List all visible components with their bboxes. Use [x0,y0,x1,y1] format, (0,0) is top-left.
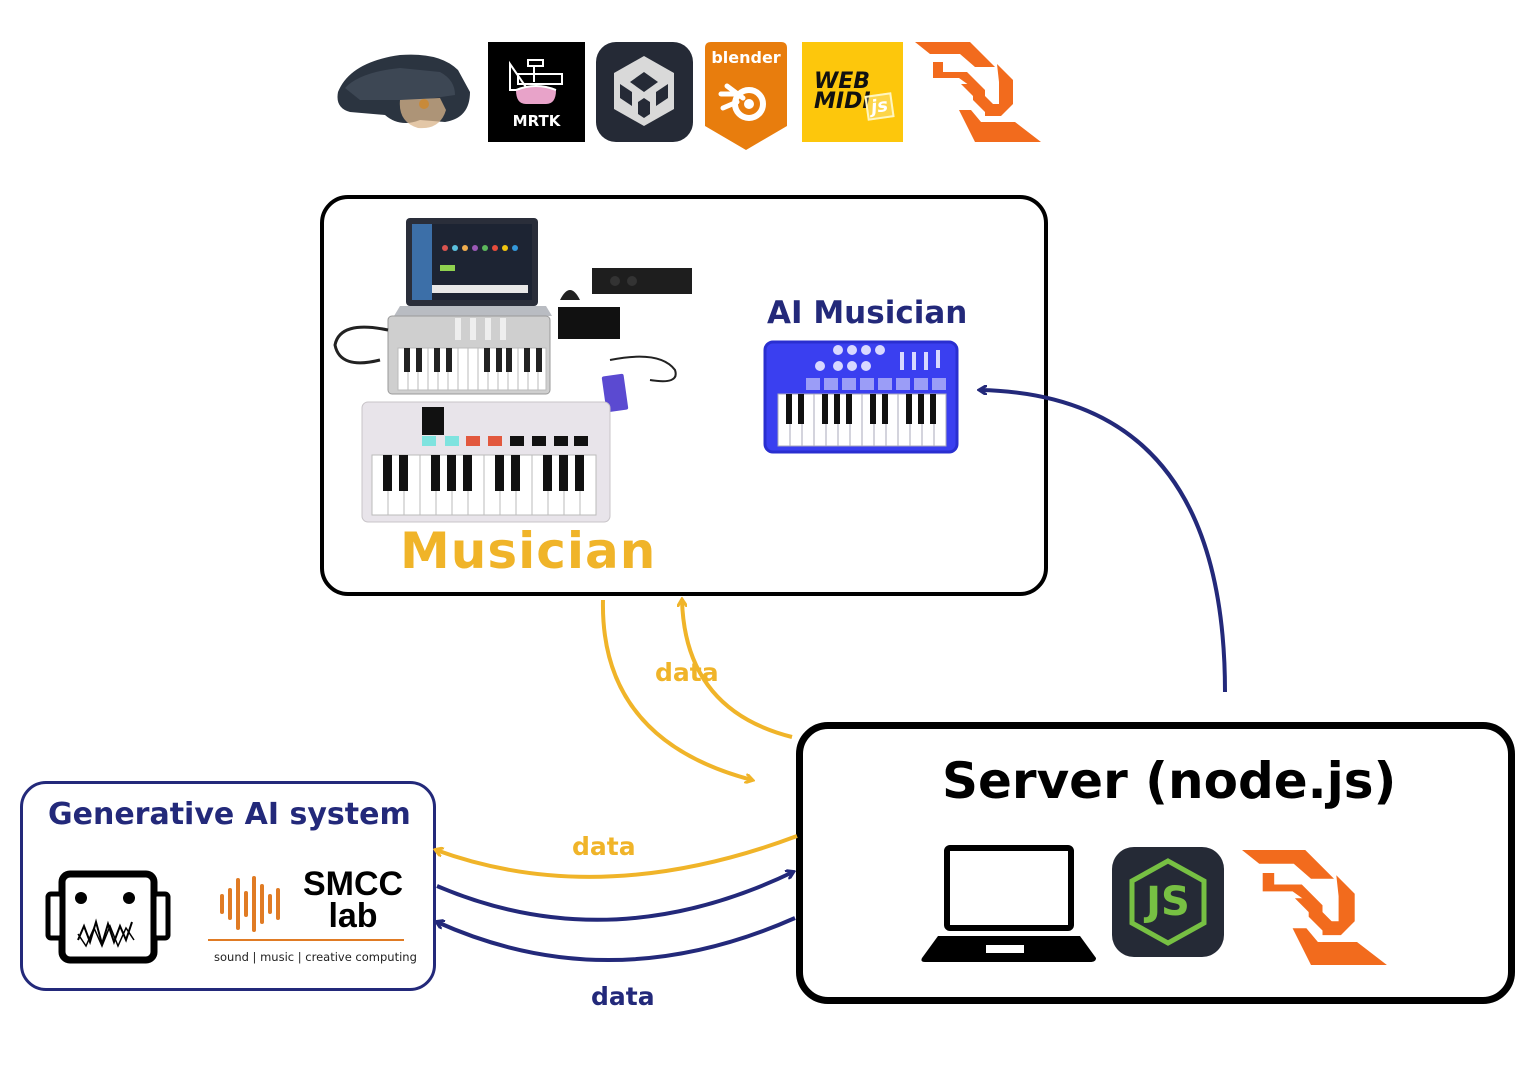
smcc-lab-name: SMCC lab [298,865,408,935]
musician-title: Musician [400,522,657,580]
nodejs-logo: JS [1112,847,1224,957]
unity-logo [596,42,693,142]
lab-label: lab [328,897,378,935]
generative-ai-title: Generative AI system [48,797,411,832]
edge-musician-to-server [600,599,752,780]
webmidi-label-midi: MIDI [814,89,871,114]
webmidi-logo: WEB MIDI js [802,42,903,142]
mrtk-label: MRTK [512,112,561,130]
webmidi-label-web: WEB [814,69,871,94]
edge-label-musician-server: data [655,658,719,687]
edge-server-to-genai-navy [437,916,796,962]
ai-musician-title: AI Musician [767,295,968,331]
webmidi-js-badge: js [864,92,895,121]
nodejs-label: JS [1146,879,1190,925]
edge-label-server-genai-yellow: data [572,832,636,861]
smcc-label: SMCC [302,865,404,903]
blender-logo: blender [705,42,787,150]
blender-label: blender [711,48,781,67]
edge-genai-to-server [436,872,793,922]
mrtk-logo: MRTK [488,42,585,142]
smcc-tagline: sound | music | creative computing [214,950,417,964]
edge-label-server-genai-navy: data [591,982,655,1011]
server-title: Server (node.js) [942,752,1397,810]
